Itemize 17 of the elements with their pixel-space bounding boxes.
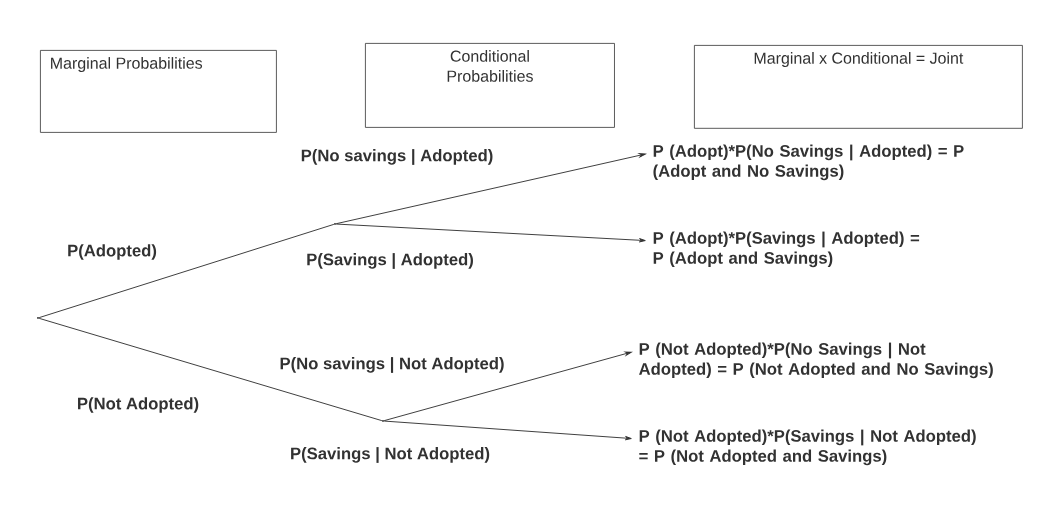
header-box: Marginal Probabilities: [40, 50, 277, 133]
joint-probability-formula: P (Not Adopted)*P(No Savings | Not Adopted) = P (Not Adopted and No Savings): [639, 342, 993, 379]
header-box: Conditional Probabilities: [365, 43, 615, 128]
joint-probability-formula: P (Not Adopted)*P(Savings | Not Adopted) = P (Not Adopted and Savings): [639, 429, 976, 466]
branch-probability-label: P(Savings | Adopted): [304, 251, 476, 271]
header-box: Marginal x Conditional = Joint: [694, 45, 1023, 129]
branch-arrow: [335, 223, 646, 243]
branch-probability-label: P(No savings | Adopted): [299, 147, 495, 167]
branch-arrow: [383, 351, 632, 422]
branch-probability-label: P(Adopted): [65, 242, 159, 262]
branch-arrow: [383, 420, 632, 441]
branch-probability-label: P(Savings | Not Adopted): [288, 445, 492, 465]
branch-probability-label: P(Not Adopted): [75, 395, 201, 415]
joint-probability-formula: P (Adopt)*P(Savings | Adopted) = P (Adopt and Savings): [653, 231, 920, 268]
branch-probability-label: P(No savings | Not Adopted): [278, 355, 506, 375]
joint-probability-formula: P (Adopt)*P(No Savings | Adopted) = P (Adopt and No Savings): [653, 144, 964, 181]
branch-arrow: [335, 153, 646, 225]
